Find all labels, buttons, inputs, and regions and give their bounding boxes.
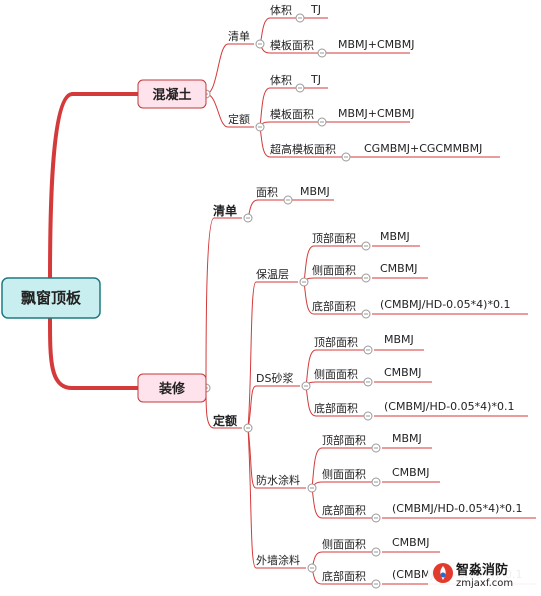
connector-dd-fangshui: [247, 427, 306, 489]
connector: [303, 277, 366, 283]
group-item-formula: (CMBMJ/HD-0.05*4)*0.1: [380, 298, 510, 311]
connector: [303, 281, 366, 315]
group-item-label: 底部面积: [314, 401, 358, 415]
connector-cd-mbmj: [259, 121, 322, 128]
cq-item-label: 模板面积: [270, 38, 314, 52]
group-item-formula: CMBMJ: [392, 466, 429, 479]
node-concrete[interactable]: [137, 79, 207, 109]
group-label: 保温层: [256, 267, 289, 281]
watermark-name: 智淼消防: [456, 563, 509, 578]
group-item-label: 底部面积: [312, 299, 356, 313]
group-item-formula: CMBMJ: [392, 536, 429, 549]
group-item-label: 侧面面积: [322, 538, 366, 551]
decoration-dinge-label: 定额: [213, 413, 237, 428]
group-item-formula: MBMJ: [392, 432, 422, 445]
group-item-formula: CMBMJ: [384, 366, 421, 379]
watermark-logo-icon: [433, 563, 453, 583]
root-connector-concrete: [48, 92, 138, 281]
connector-dd-ds: [247, 385, 300, 429]
group-item-label: 底部面积: [322, 503, 366, 517]
connector: [311, 481, 376, 489]
connector-dd-baowen: [247, 281, 298, 429]
connector: [311, 551, 376, 569]
connector: [303, 245, 366, 283]
cd-item-label: 体积: [270, 73, 292, 87]
root-label: 飘窗顶板: [21, 289, 82, 307]
cd-item-label: 超高模板面积: [270, 142, 336, 156]
root-connector-decoration: [48, 317, 138, 390]
root-node[interactable]: [1, 277, 101, 319]
group-item-formula: (CMBMJ/HD-0.05*4)*0.1: [392, 502, 522, 515]
cq-item-formula: MBMJ+CMBMJ: [338, 38, 414, 51]
cd-item-label: 模板面积: [270, 107, 314, 121]
node-concrete-label: 混凝土: [152, 87, 191, 103]
group-item-formula: MBMJ: [380, 230, 410, 243]
group-item-label: 侧面面积: [312, 264, 356, 277]
connector: [305, 381, 368, 387]
watermark: 智淼消防 zmjaxf.com: [428, 556, 541, 596]
group-item-label: 底部面积: [322, 569, 366, 583]
cd-item-formula: TJ: [310, 73, 321, 86]
connector-concrete-qingdan: [205, 43, 254, 95]
group-label: DS砂浆: [256, 371, 293, 385]
cq-item-formula: TJ: [310, 3, 321, 16]
cd-item-formula: MBMJ+CMBMJ: [338, 107, 414, 120]
group-label: 外墙涂料: [256, 553, 300, 567]
concrete-dinge-label: 定额: [228, 112, 250, 126]
group-item-label: 顶部面积: [314, 335, 358, 349]
group-item-formula: (CMBMJ/HD-0.05*4)*0.1: [384, 400, 514, 413]
connector: [305, 349, 368, 387]
node-decoration[interactable]: [137, 373, 207, 403]
connector-dq-mianji: [247, 199, 288, 219]
connector-decoration-qingdan: [205, 217, 242, 389]
group-item-formula: MBMJ: [384, 333, 414, 346]
group-item-label: 侧面面积: [314, 368, 358, 381]
connector-dd-waiqiang: [247, 427, 306, 569]
group-item-formula: CMBMJ: [380, 262, 417, 275]
node-decoration-label: 装修: [158, 381, 186, 397]
group-item-label: 顶部面积: [312, 231, 356, 245]
watermark-url: zmjaxf.com: [456, 578, 514, 589]
decoration-qingdan-label: 清单: [213, 203, 237, 218]
cq-item-label: 体积: [270, 3, 292, 17]
group-item-label: 侧面面积: [322, 468, 366, 481]
dq-item-formula: MBMJ: [300, 185, 330, 198]
group-item-label: 顶部面积: [322, 433, 366, 447]
connector: [311, 447, 376, 489]
concrete-qingdan-label: 清单: [228, 30, 250, 43]
connector-cd-tiji: [259, 87, 300, 128]
cd-item-formula: CGMBMJ+CGCMMBMJ: [364, 142, 482, 155]
dq-item-label: 面积: [256, 186, 278, 199]
group-label: 防水涂料: [256, 473, 300, 487]
